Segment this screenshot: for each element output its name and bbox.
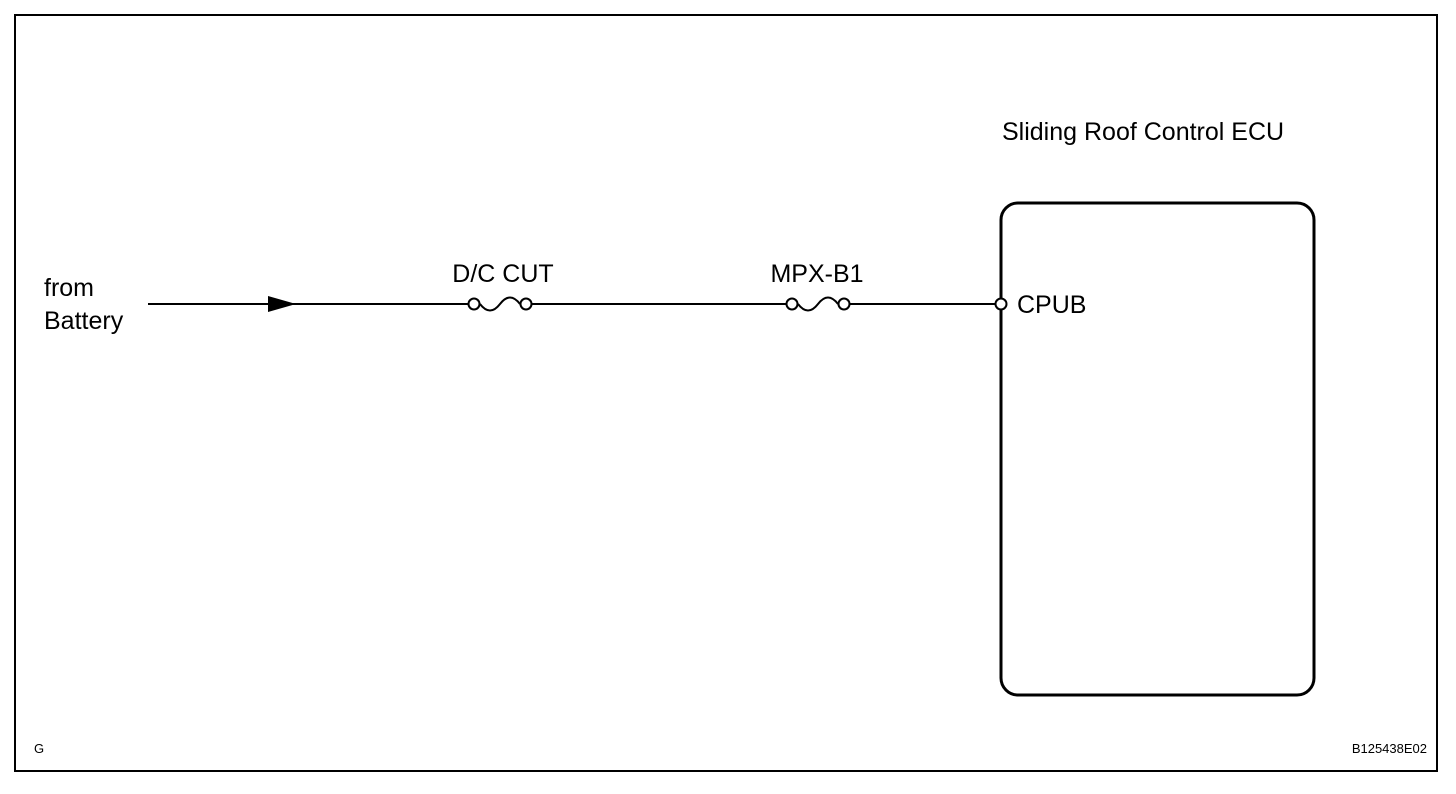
arrowhead-icon (268, 296, 296, 312)
fuse-element-icon (797, 296, 839, 312)
corner-code: G (34, 741, 44, 756)
fuse-terminal-left (467, 297, 481, 311)
source-label-line-2: Battery (44, 307, 124, 335)
ecu-title: Sliding Roof Control ECU (1002, 118, 1284, 146)
fuse-terminal-right (837, 297, 851, 311)
fuse-terminal-right (519, 297, 533, 311)
ecu-terminal-icon (994, 297, 1008, 311)
diagram-frame (14, 14, 1438, 772)
ecu-box (999, 201, 1316, 697)
fuse-2-label: MPX-B1 (770, 260, 863, 288)
fuse-dc-cut (467, 296, 533, 312)
fuse-element-icon (479, 296, 521, 312)
source-label-line-1: from (44, 274, 94, 302)
terminal-label: CPUB (1017, 291, 1086, 319)
figure-id: B125438E02 (1352, 741, 1427, 756)
fuse-terminal-left (785, 297, 799, 311)
fuse-mpx-b1 (785, 296, 851, 312)
fuse-1-label: D/C CUT (452, 260, 553, 288)
